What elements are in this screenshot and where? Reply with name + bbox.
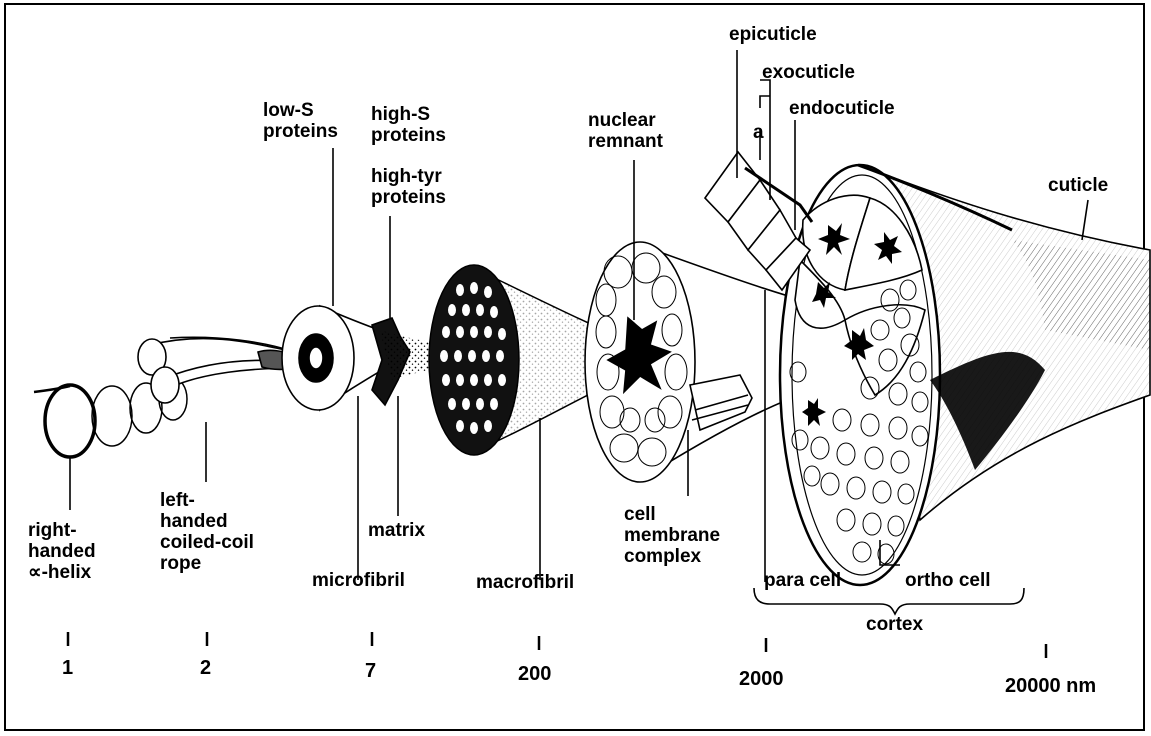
cortex-label: cortex <box>866 614 923 635</box>
cell-membrane-complex-label: cell membrane complex <box>624 504 720 567</box>
scale-tick-20000-nm: 20000 nm <box>1005 675 1096 698</box>
scale-tick-1: 1 <box>62 657 73 680</box>
high-tyr-proteins-label: high-tyr proteins <box>371 166 446 208</box>
scale-tick-200: 200 <box>518 663 551 686</box>
scale-tick-2000: 2000 <box>739 668 784 691</box>
para-cell-label: para cell <box>764 570 841 591</box>
high-s-proteins-label: high-S proteins <box>371 104 446 146</box>
cuticle-scales-drawing <box>705 152 812 290</box>
left-handed-coiled-coil-rope-label: left- handed coiled-coil rope <box>160 490 254 574</box>
endocuticle-label: endocuticle <box>789 98 895 119</box>
ortho-cell-label: ortho cell <box>905 570 991 591</box>
exocuticle-label: exocuticle <box>762 62 855 83</box>
macrofibril-label: macrofibril <box>476 572 574 593</box>
cuticle-label: cuticle <box>1048 175 1108 196</box>
scale-tick-7: 7 <box>365 660 376 683</box>
scale-tick-marks <box>68 632 1046 658</box>
right-handed-alpha-helix-label: right- handed ∝-helix <box>28 520 96 583</box>
scale-tick-2: 2 <box>200 657 211 680</box>
low-s-proteins-label: low-S proteins <box>263 100 338 142</box>
microfibril-label: microfibril <box>312 570 405 591</box>
layer-a-label: a <box>753 122 764 143</box>
matrix-label: matrix <box>368 520 425 541</box>
nuclear-remnant-label: nuclear remnant <box>588 110 663 152</box>
epicuticle-label: epicuticle <box>729 24 817 45</box>
coiled-coil-rope-drawing <box>138 337 296 403</box>
cortex-drawing <box>780 165 1150 585</box>
